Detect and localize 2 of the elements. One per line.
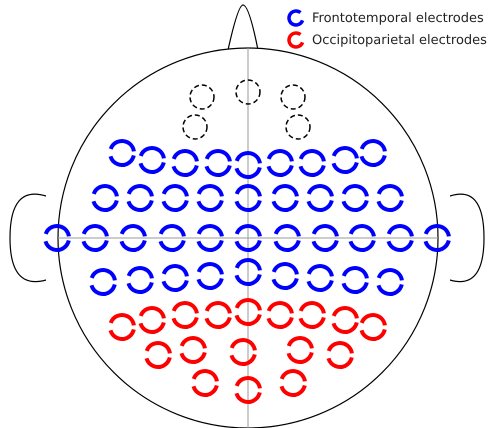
legend-text: Occipitoparietal electrodes (312, 32, 487, 48)
legend-text: Frontotemporal electrodes (312, 10, 484, 26)
